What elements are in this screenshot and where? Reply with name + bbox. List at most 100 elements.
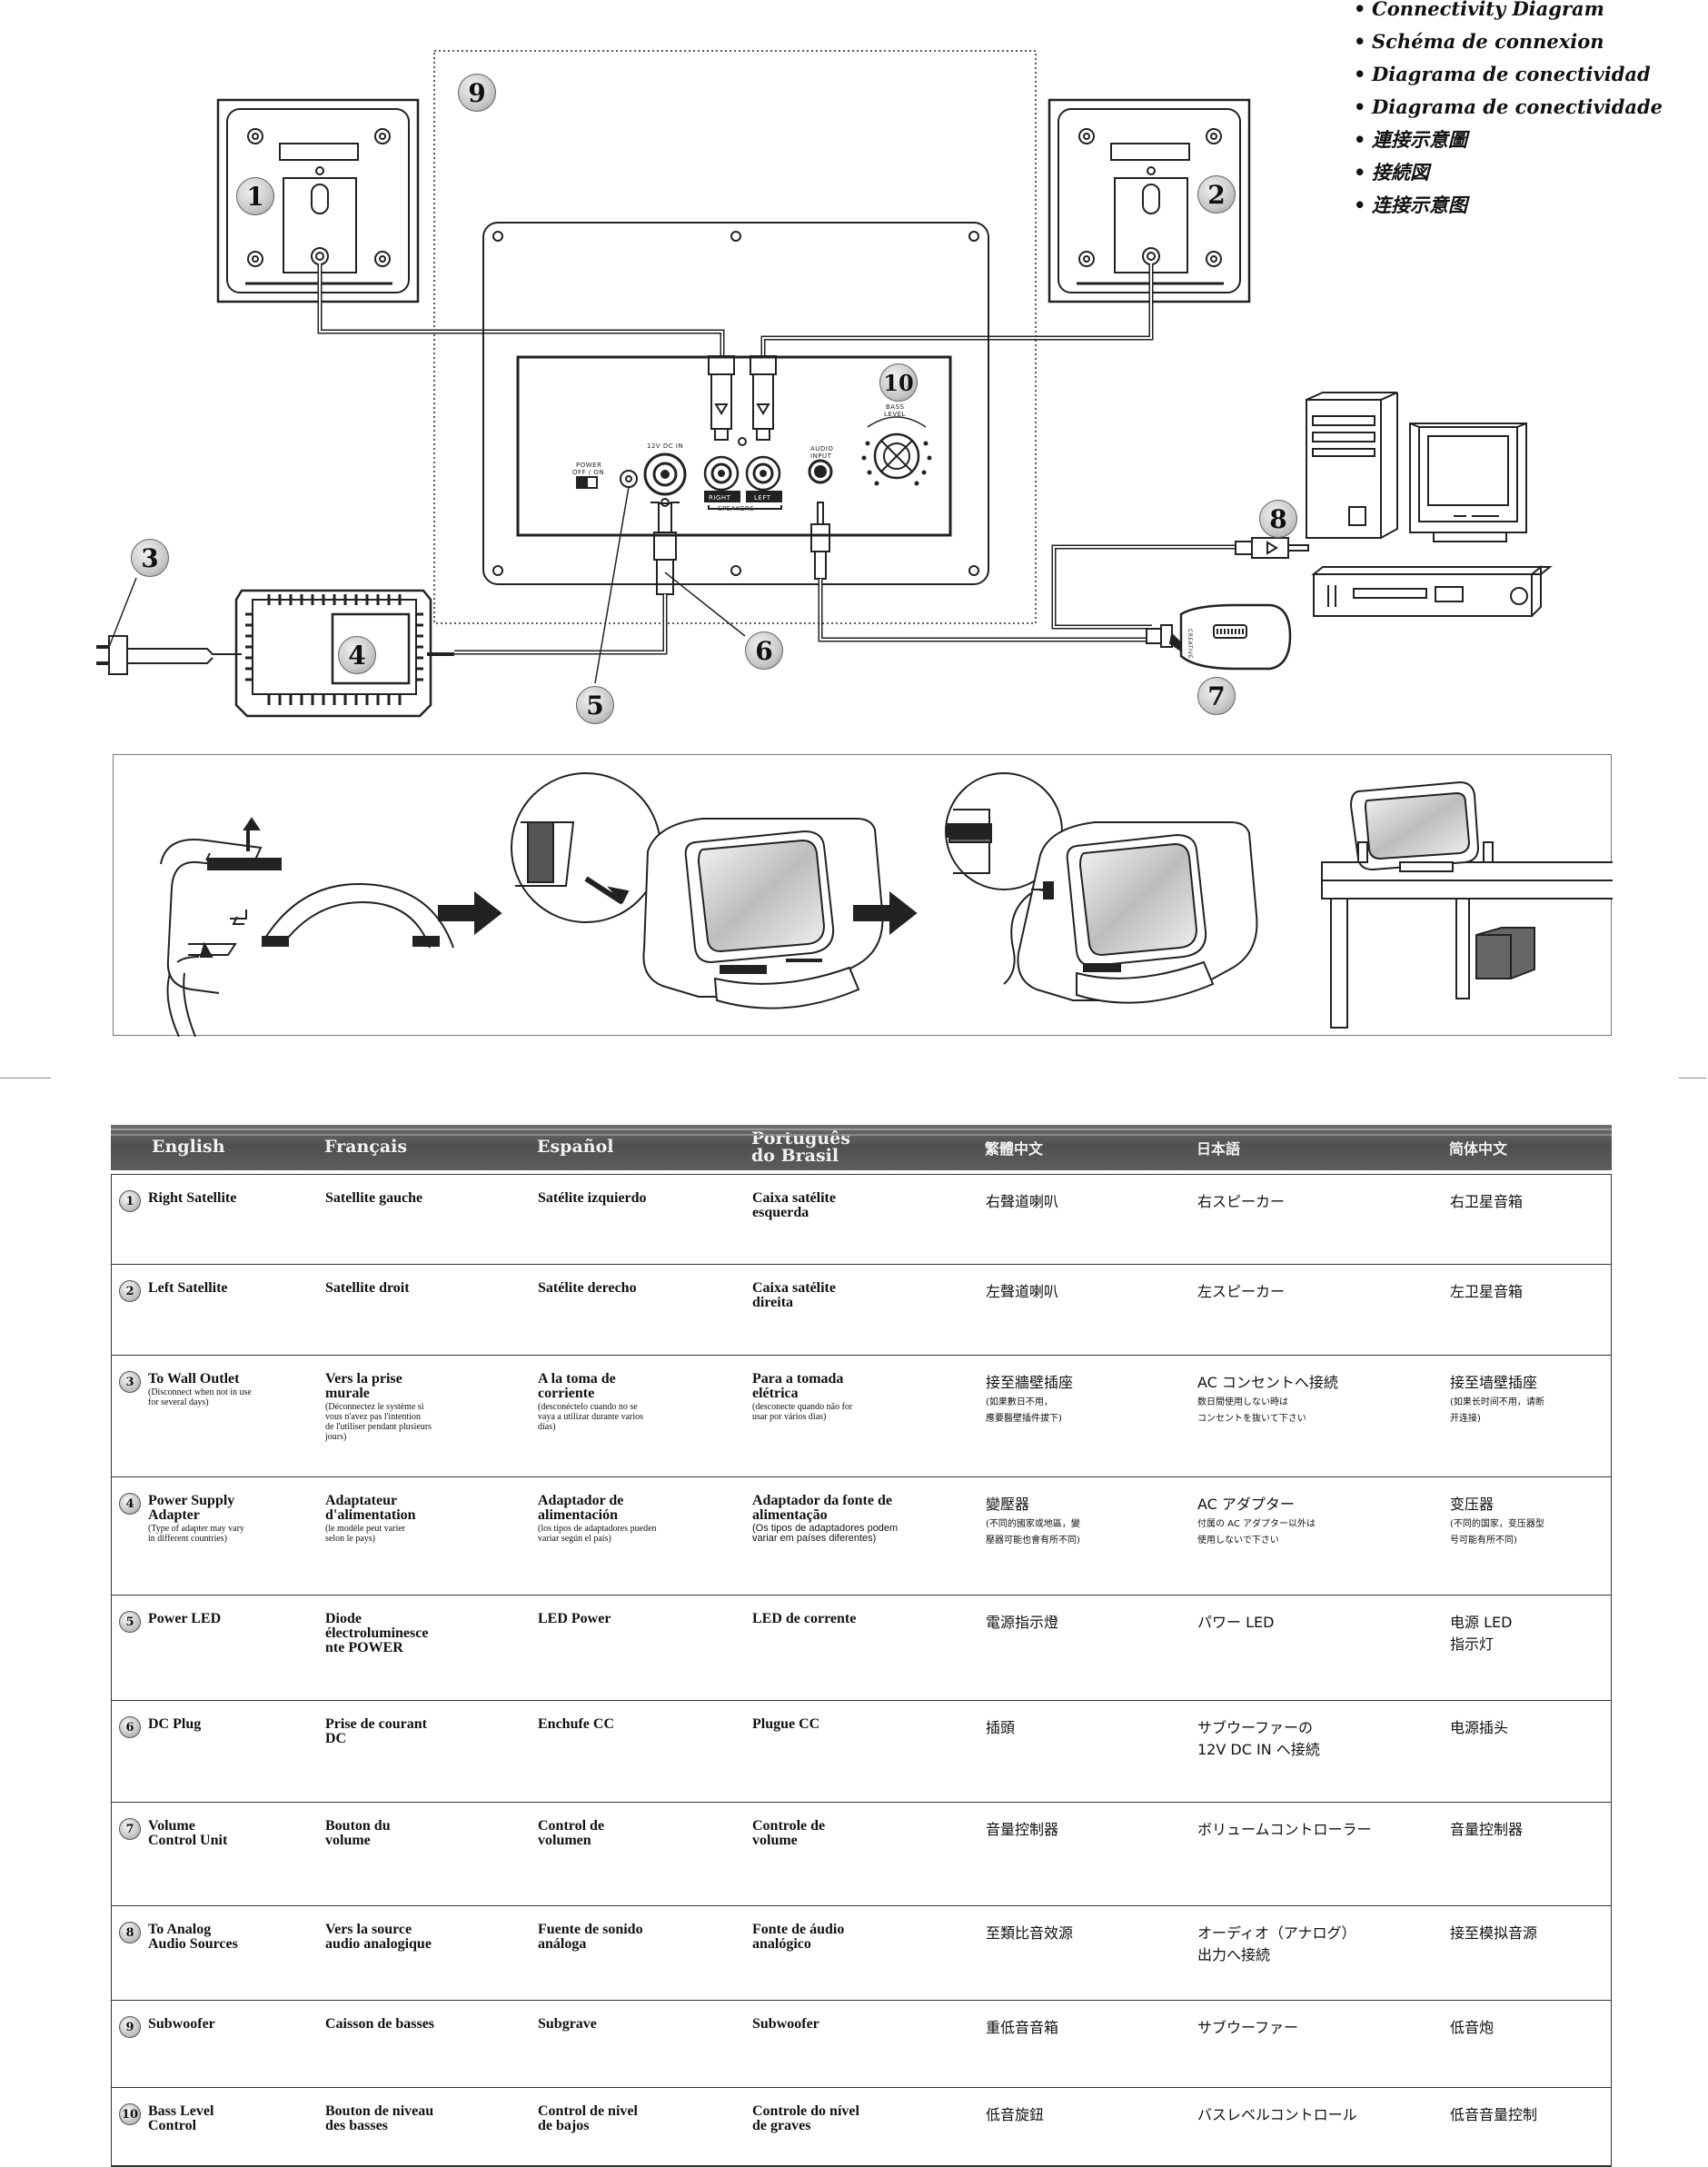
- audio-input-jack: [808, 459, 833, 484]
- legend-cell: Adaptateur d'alimentation(le modèle peut…: [325, 1493, 416, 1545]
- legend-cell-label: Controle de volume: [752, 1818, 826, 1848]
- legend-cell: 變壓器(不同的國家或地區，變 壓器可能也會有所不同): [986, 1494, 1080, 1549]
- legend-cell-label: LED de corrente: [752, 1611, 857, 1626]
- legend-cell: Vers la prise murale(Déconnectez le syst…: [325, 1371, 432, 1443]
- legend-cell: Controle de volume: [752, 1819, 825, 1848]
- legend-cell: 低音旋鈕: [986, 2104, 1044, 2126]
- legend-cell: 电源插头: [1450, 1717, 1508, 1739]
- legend-cell: オーディオ（アナログ） 出力へ接続: [1197, 1923, 1356, 1966]
- fold-mark-right: [1679, 1078, 1706, 1079]
- right-speaker-jack: [703, 455, 740, 492]
- bass-level-knob: [861, 416, 932, 486]
- legend-cell: Bouton du volume: [325, 1819, 391, 1848]
- bullet-icon: •: [1354, 95, 1366, 118]
- legend-cell-label: To Wall Outlet: [148, 1371, 240, 1387]
- dc-in-jack: [643, 452, 687, 496]
- legend-cell-label: Caisson de basses: [325, 2016, 435, 2032]
- legend-cell-label: A la toma de corriente: [538, 1371, 616, 1401]
- legend-cell-label: Satélite derecho: [538, 1280, 637, 1296]
- legend-cell: Diode électroluminesce nte POWER: [325, 1612, 428, 1655]
- legend-cell-label: Power LED: [148, 1611, 222, 1626]
- legend-cell: Volume Control Unit: [148, 1819, 227, 1848]
- audio-input-label-1: AUDIO: [810, 445, 833, 452]
- legend-cell-label: Fuente de sonido análoga: [538, 1922, 643, 1952]
- legend-cell-note: (desconecte quando não for usar por vári…: [752, 1402, 853, 1422]
- legend-cell-label: AC アダプター: [1197, 1496, 1295, 1513]
- legend-cell: 低音炮: [1450, 2017, 1494, 2039]
- legend-cell-label: 接至墙壁插座: [1450, 1374, 1538, 1391]
- legend-cell-note: (desconéctelo cuando no se vaya a utiliz…: [538, 1402, 644, 1432]
- legend-row-number: 9: [119, 2016, 141, 2038]
- callout-7: 7: [1197, 677, 1236, 715]
- step-arrow-2: [853, 890, 918, 936]
- legend-cell-label: Bouton du volume: [325, 1818, 391, 1848]
- legend-cell: LED de corrente: [752, 1612, 856, 1626]
- legend-header-5: 日本語: [1197, 1140, 1241, 1158]
- legend-cell-label: 接至模拟音源: [1450, 1924, 1538, 1942]
- bullet-icon: •: [1354, 128, 1366, 151]
- legend-header-2: Español: [537, 1137, 614, 1157]
- legend-cell: 音量控制器: [1450, 1819, 1523, 1841]
- legend-row-number: 6: [119, 1716, 141, 1738]
- speakers-label: SPEAKERS: [718, 505, 754, 512]
- legend-cell: 右スピーカー: [1197, 1191, 1285, 1213]
- legend-cell-label: サブウーファー: [1197, 2019, 1299, 2036]
- legend-cell: バスレベルコントロール: [1197, 2104, 1357, 2126]
- legend-cell-label: Subgrave: [538, 2016, 597, 2032]
- legend-header-1: Français: [324, 1137, 408, 1157]
- computer-tower: [1306, 392, 1398, 539]
- legend-row-number: 5: [119, 1611, 141, 1633]
- legend-cell: Subwoofer: [752, 2017, 819, 2032]
- diagram-title-4: • 連接示意圖: [1354, 128, 1708, 164]
- legend-cell-label: Bouton de niveau des basses: [325, 2103, 434, 2133]
- cd-player: [1311, 564, 1553, 617]
- legend-cell-label: 變壓器: [986, 1496, 1030, 1513]
- legend-cell-label: To Analog Audio Sources: [148, 1922, 238, 1952]
- legend-cell: 音量控制器: [986, 1819, 1058, 1841]
- legend-cell: Power LED: [148, 1612, 221, 1626]
- legend-cell-label: AC コンセントへ接続: [1197, 1374, 1338, 1391]
- legend-cell-label: 低音炮: [1450, 2019, 1494, 2036]
- legend-cell: Fonte de áudio analógico: [752, 1923, 844, 1952]
- volume-brand-label: CREATIVE: [1187, 629, 1193, 659]
- legend-row: 9 Subwoofer Caisson de basses Subgrave Subwo…: [112, 2001, 1611, 2088]
- legend-cell-label: 右卫星音箱: [1450, 1193, 1524, 1210]
- legend-cell-label: Subwoofer: [752, 2016, 819, 2032]
- legend-cell-label: 左聲道喇叭: [986, 1283, 1059, 1300]
- legend-cell: Subwoofer: [148, 2017, 215, 2032]
- legend-cell: A la toma de corriente(desconéctelo cuan…: [538, 1371, 644, 1433]
- diagram-title-text: Diagrama de conectividad: [1372, 63, 1651, 85]
- legend-cell: Adaptador de alimentación(los tipos de a…: [538, 1493, 657, 1545]
- rca-plug-left: [750, 355, 777, 441]
- legend-row-number: 4: [119, 1493, 141, 1515]
- legend-cell: Plugue CC: [752, 1717, 819, 1732]
- legend-cell-label: Adaptador de alimentación: [538, 1493, 624, 1523]
- diagram-title-2: •Diagrama de conectividad: [1354, 65, 1708, 98]
- legend-header-4: 繁體中文: [985, 1140, 1044, 1158]
- legend-cell-label: サブウーファーの 12V DC IN へ接続: [1197, 1719, 1320, 1758]
- legend-cell-label: Bass Level Control: [148, 2103, 214, 2133]
- legend-cell: ボリュームコントローラー: [1197, 1819, 1372, 1841]
- legend-cell: Controle do nível de graves: [752, 2104, 859, 2133]
- legend-cell-label: Adaptateur d'alimentation: [325, 1493, 416, 1523]
- legend-cell-label: Prise de courant DC: [325, 1716, 427, 1746]
- bullet-icon: •: [1354, 161, 1366, 184]
- legend-cell: Vers la source audio analogique: [325, 1923, 432, 1952]
- legend-cell-note: (如果數日不用， 應要醫壁插件拔下): [986, 1397, 1062, 1424]
- legend-cell: Right Satellite: [148, 1191, 236, 1206]
- legend-cell-label: Vers la prise murale: [325, 1371, 402, 1401]
- legend-cell-label: Diode électroluminesce nte POWER: [325, 1611, 429, 1655]
- legend-cell-note: (Os tipos de adaptadores podem variar em…: [752, 1523, 899, 1544]
- legend-cell-note: (不同的国家，变压器型 号可能有所不同): [1450, 1519, 1544, 1546]
- diagram-title-text: 連接示意圖: [1372, 128, 1467, 151]
- callout-1: 1: [236, 177, 274, 215]
- dc-plug: [653, 502, 677, 595]
- legend-cell: 右卫星音箱: [1450, 1191, 1523, 1213]
- legend-cell: 左卫星音箱: [1450, 1281, 1523, 1303]
- legend-cell-label: Right Satellite: [148, 1190, 237, 1206]
- step-speaker-stand: [160, 817, 454, 1038]
